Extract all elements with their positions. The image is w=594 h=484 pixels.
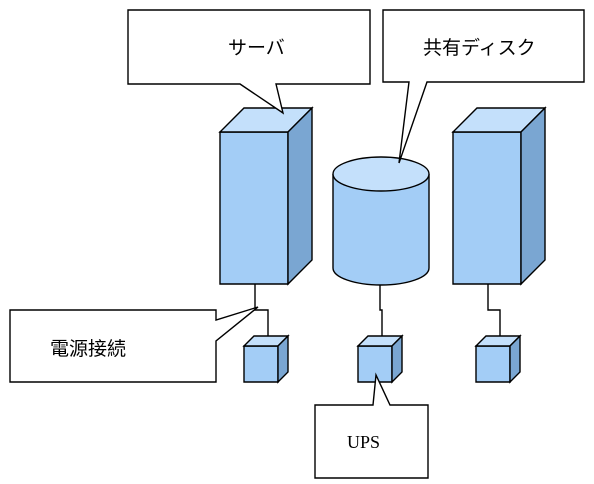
ups-middle-side bbox=[391, 334, 403, 384]
callout-shared-disk-shape bbox=[382, 9, 585, 164]
shared-disk bbox=[332, 156, 430, 286]
callout-server-shape bbox=[127, 9, 371, 115]
callout-ups: UPS bbox=[314, 372, 429, 479]
callout-ups-label: UPS bbox=[347, 432, 380, 452]
callout-power: 電源接続 bbox=[9, 306, 259, 383]
shared-disk-top bbox=[332, 156, 430, 192]
wire-disk-ups bbox=[379, 284, 383, 338]
wire-server-right-ups bbox=[487, 284, 501, 338]
ups-right-front bbox=[475, 345, 511, 383]
callout-shared-disk: 共有ディスク bbox=[382, 9, 585, 164]
shared-disk-body bbox=[332, 174, 430, 286]
ups-middle-front bbox=[357, 345, 393, 383]
ups-left-front bbox=[243, 345, 279, 383]
callout-ups-shape bbox=[314, 372, 429, 479]
server-left bbox=[218, 106, 314, 286]
wire-server-left-ups bbox=[254, 284, 269, 338]
server-left-side bbox=[287, 106, 313, 286]
ups-right-side bbox=[509, 334, 521, 384]
server-right-front bbox=[452, 131, 522, 285]
callout-power-label: 電源接続 bbox=[50, 338, 126, 360]
callout-server: サーバ bbox=[127, 9, 371, 115]
callout-server-label: サーバ bbox=[228, 37, 285, 59]
server-left-front bbox=[219, 131, 289, 285]
ups-right bbox=[474, 334, 522, 384]
callout-power-shape bbox=[9, 306, 259, 383]
server-right-side bbox=[520, 106, 546, 286]
ups-left bbox=[242, 334, 290, 384]
power-wires bbox=[254, 284, 501, 338]
server-right bbox=[451, 106, 547, 286]
callout-shared-disk-label: 共有ディスク bbox=[423, 37, 536, 59]
ups-left-side bbox=[277, 334, 289, 384]
ups-middle bbox=[356, 334, 404, 384]
